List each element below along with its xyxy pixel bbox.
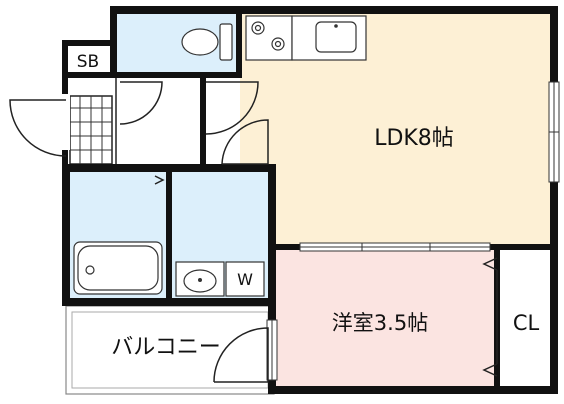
shoe-box-label: SB xyxy=(77,52,99,72)
closet-doors xyxy=(482,257,498,377)
sliding-door xyxy=(299,242,491,252)
corridor-door xyxy=(205,81,259,135)
stove-icon xyxy=(245,15,293,61)
entrance-door xyxy=(9,94,70,157)
entrance-tile xyxy=(69,95,113,165)
ldk-label: LDK8帖 xyxy=(374,126,454,151)
toilet-door xyxy=(119,81,163,125)
washer-space xyxy=(225,261,265,297)
closet-label: CL xyxy=(513,311,540,335)
closet-floor xyxy=(500,250,552,386)
washbasin-icon xyxy=(175,261,225,297)
balcony-label: バルコニー xyxy=(111,335,221,360)
sink-icon xyxy=(315,21,357,53)
washroom-door xyxy=(221,119,269,165)
bathtub-icon xyxy=(73,241,163,295)
toilet-icon xyxy=(181,23,233,61)
western-room-label: 洋室3.5帖 xyxy=(332,311,428,335)
ldk-window xyxy=(548,81,560,183)
western-room-floor xyxy=(276,250,494,386)
western-window xyxy=(266,319,278,381)
balcony-door xyxy=(213,327,269,383)
washer-label: W xyxy=(237,270,253,289)
balcony xyxy=(65,305,275,395)
bath-door-arrow xyxy=(154,175,165,185)
